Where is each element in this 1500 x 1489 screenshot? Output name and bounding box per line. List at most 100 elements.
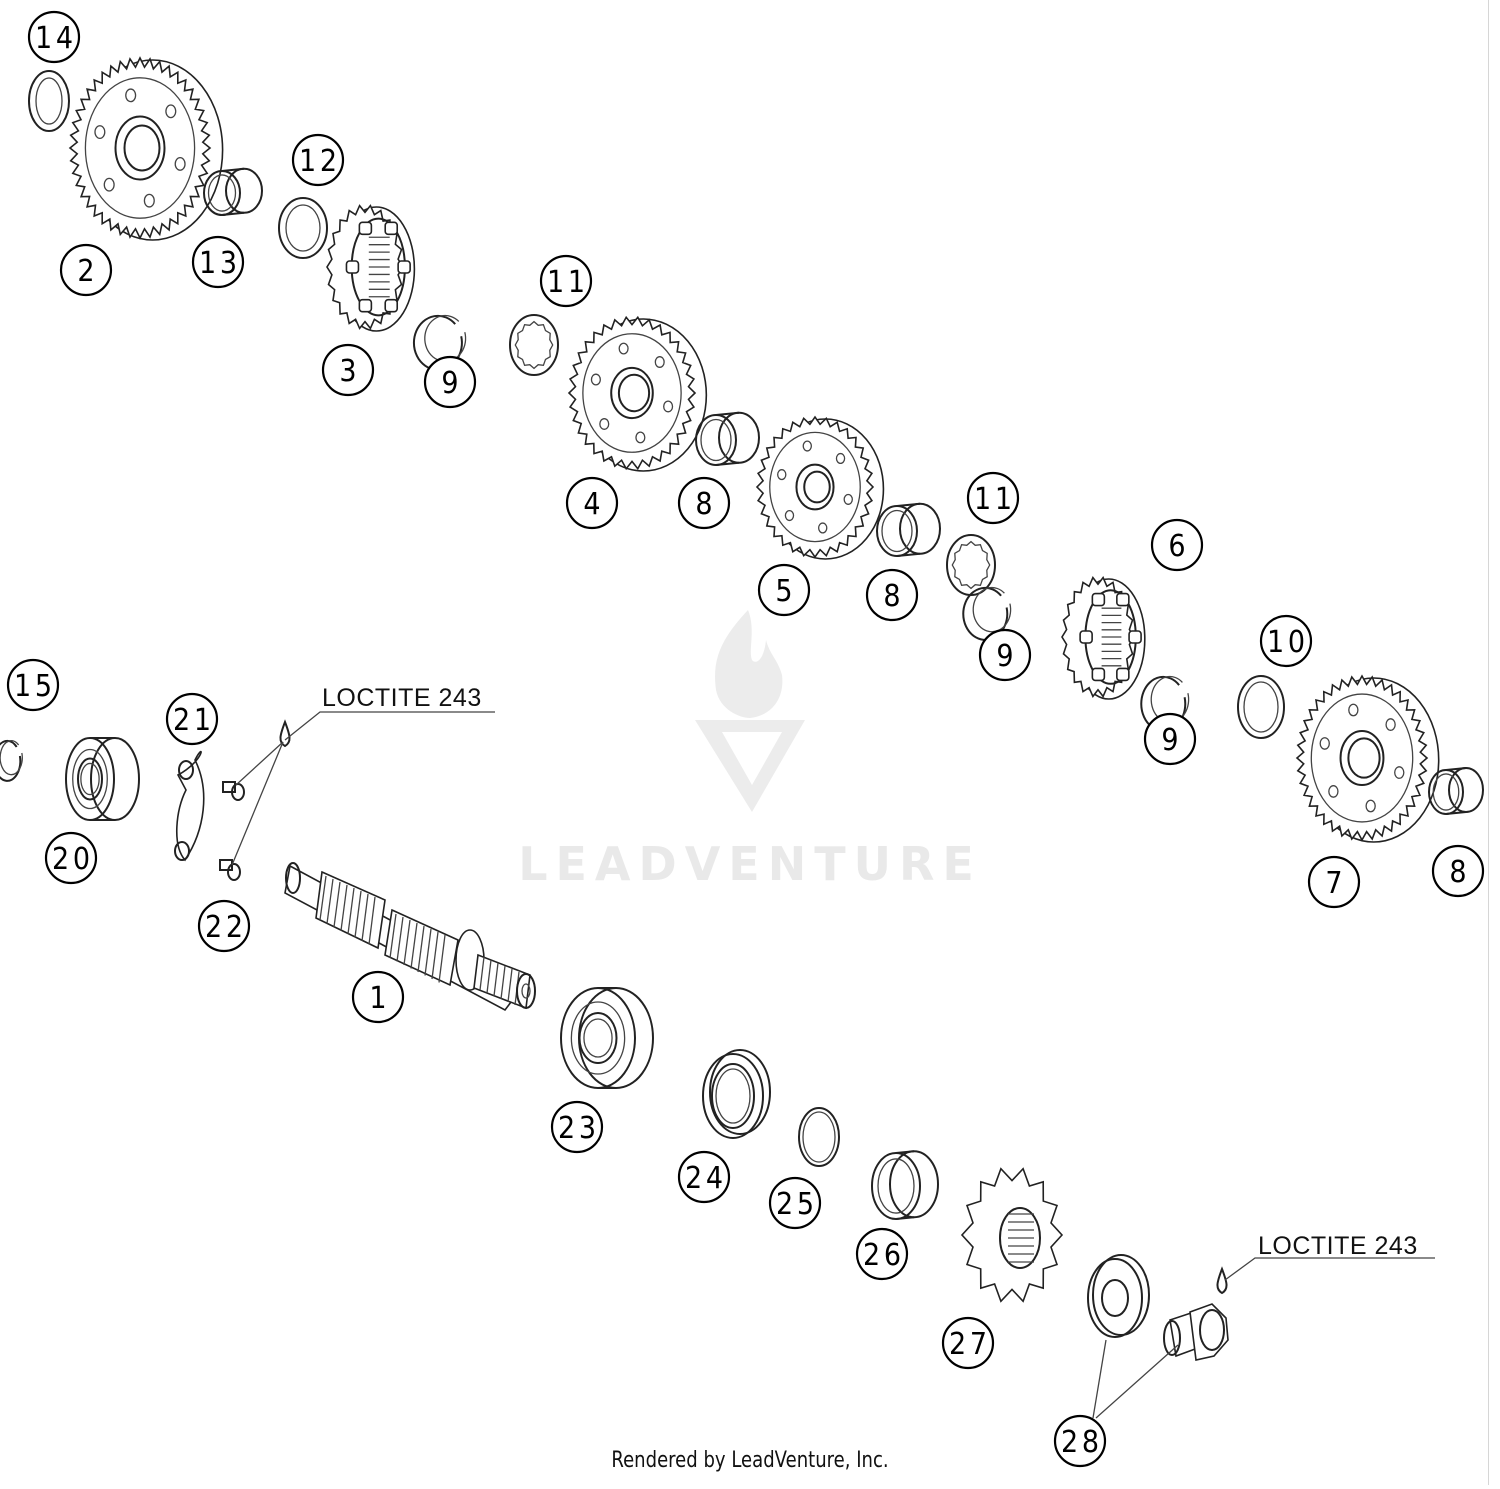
callout-number: 4 [583, 487, 600, 522]
callout-9a: 9 [423, 355, 477, 409]
screw-22b [219, 859, 241, 881]
callout-8a: 8 [677, 476, 731, 530]
callout-circle [27, 10, 81, 64]
callout-number: 9 [996, 639, 1013, 674]
page-edge-rule [1488, 0, 1489, 1485]
callout-20: 20 [44, 831, 98, 885]
parts [0, 56, 1484, 1361]
callout-4: 4 [565, 476, 619, 530]
watermark-flame-icon [715, 610, 783, 718]
callout-number: 8 [883, 579, 900, 614]
callout-circle [321, 343, 375, 397]
loctite-note-2: LOCTITE 243 [1258, 1232, 1418, 1260]
callout-22: 22 [197, 899, 251, 953]
callout-circle [966, 471, 1020, 525]
sprocket-27 [960, 1167, 1064, 1303]
bushing-8b [876, 502, 941, 557]
callout-26: 26 [855, 1227, 909, 1281]
callout-circle [757, 563, 811, 617]
gear-2 [68, 56, 224, 241]
snap-ring-9b [962, 586, 1012, 641]
shaft-seal-24 [702, 1049, 771, 1139]
loctite-note-1: LOCTITE 243 [322, 684, 482, 712]
callout-circle [677, 476, 731, 530]
washer-10 [1237, 675, 1285, 739]
gear-4 [567, 315, 708, 472]
splined-washer-11b [946, 534, 996, 596]
callout-circle [1053, 1414, 1107, 1468]
loctite-drop-icon [1216, 1266, 1228, 1295]
callout-5: 5 [757, 563, 811, 617]
callout-circle [855, 1227, 909, 1281]
callout-10: 10 [1259, 614, 1313, 668]
callout-circle [978, 628, 1032, 682]
callout-circle [565, 476, 619, 530]
callout-circle [6, 658, 60, 712]
callout-circle [197, 899, 251, 953]
callout-number: 7 [1325, 866, 1342, 901]
callout-25: 25 [768, 1176, 822, 1230]
watermark-text: LEADVENTURE [518, 837, 982, 891]
bearing-retainer-21 [174, 750, 205, 862]
callout-8c: 8 [1431, 844, 1485, 898]
callout-21: 21 [165, 692, 219, 746]
callout-28: 28 [1053, 1414, 1107, 1468]
main-shaft-1 [284, 862, 536, 1012]
callout-circle [423, 355, 477, 409]
callout-13: 13 [191, 235, 245, 289]
callout-circle [165, 692, 219, 746]
callout-number: 5 [775, 574, 792, 609]
bearing-20 [65, 737, 140, 821]
bearing-23 [560, 987, 654, 1089]
callout-7: 7 [1307, 855, 1361, 909]
callout-circle [1431, 844, 1485, 898]
sprocket-bolt-28 [1163, 1303, 1229, 1361]
bushing-8a [695, 411, 760, 466]
splined-washer-11a [509, 314, 559, 376]
spacer-26 [871, 1150, 939, 1220]
callout-circle [539, 254, 593, 308]
callout-circle [550, 1100, 604, 1154]
callout-3: 3 [321, 343, 375, 397]
sliding-gear-6 [1061, 576, 1146, 700]
callout-circle [351, 970, 405, 1024]
callout-circle [768, 1176, 822, 1230]
bushing-8c [1428, 767, 1484, 815]
callout-12: 12 [291, 133, 345, 187]
callout-circle [1307, 855, 1361, 909]
circlip-15 [0, 739, 23, 782]
callout-number: 8 [1449, 855, 1466, 890]
loctite-drop-icon [279, 719, 291, 748]
watermark: LEADVENTURE [518, 610, 982, 891]
callout-number: 6 [1168, 529, 1185, 564]
callout-circle [941, 1316, 995, 1370]
callout-circle [1150, 518, 1204, 572]
callout-circle [865, 568, 919, 622]
screw-22a [222, 781, 245, 801]
callout-number: 1 [369, 981, 386, 1016]
leader-lines [231, 711, 1435, 1419]
callout-number: 3 [339, 354, 356, 389]
callout-24: 24 [677, 1150, 731, 1204]
callout-circle [44, 831, 98, 885]
callout-number: 9 [441, 366, 458, 401]
callout-circle [1259, 614, 1313, 668]
callout-1: 1 [351, 970, 405, 1024]
callout-circle [59, 243, 113, 297]
callout-14: 14 [27, 10, 81, 64]
callout-9c: 9 [1143, 712, 1197, 766]
callout-circle [677, 1150, 731, 1204]
watermark-v-icon [695, 720, 805, 812]
callout-circle [291, 133, 345, 187]
callout-6: 6 [1150, 518, 1204, 572]
thrust-washer-14 [28, 70, 70, 132]
callout-number: 8 [695, 487, 712, 522]
gear-5 [755, 415, 885, 560]
callout-23: 23 [550, 1100, 604, 1154]
callout-9b: 9 [978, 628, 1032, 682]
callout-2: 2 [59, 243, 113, 297]
sprocket-washer-28 [1087, 1254, 1150, 1338]
callout-11a: 11 [539, 254, 593, 308]
gear-7 [1295, 674, 1440, 843]
